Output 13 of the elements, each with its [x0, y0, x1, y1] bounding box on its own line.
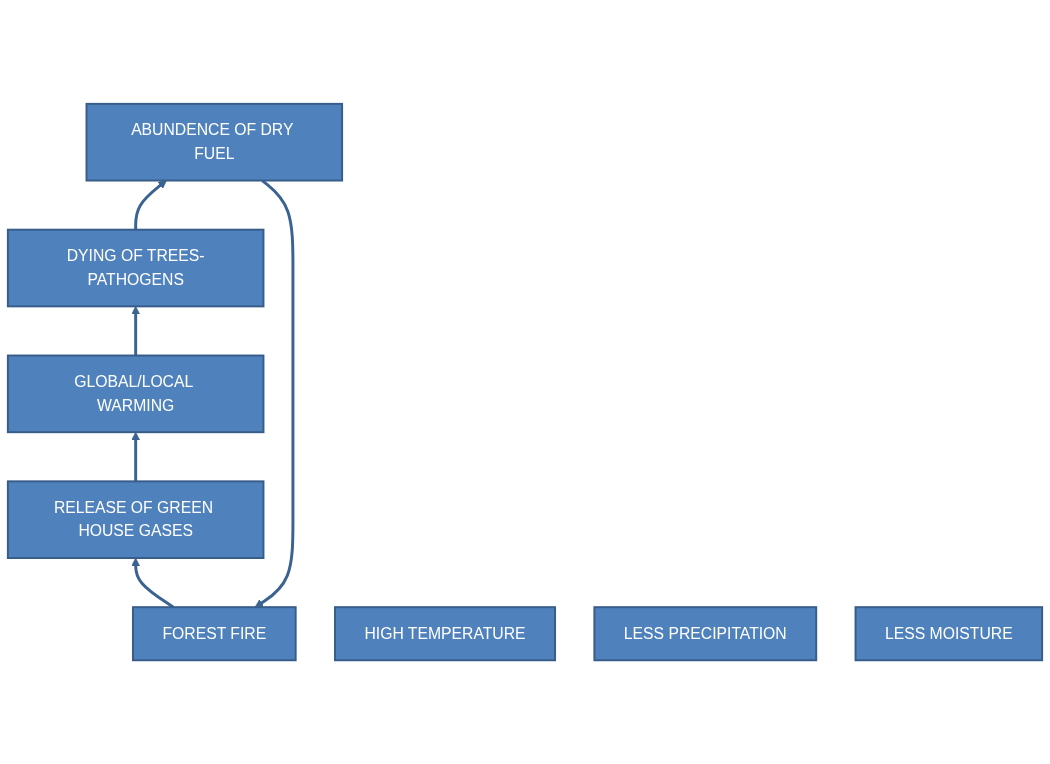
node-box: ABUNDENCE OF DRY FUEL	[85, 102, 344, 182]
node-box: GLOBAL/LOCAL WARMING	[6, 354, 265, 434]
node-box: FOREST FIRE	[131, 606, 297, 662]
node-box: LESS MOISTURE	[854, 606, 1044, 662]
arrow	[131, 305, 140, 356]
arrow	[131, 431, 140, 482]
node-box: LESS PRECIPITATION	[593, 606, 818, 662]
node-box: HIGH TEMPERATURE	[334, 606, 557, 662]
arrow	[254, 179, 295, 608]
arrow	[131, 557, 175, 609]
node-box: DYING OF TREES-PATHOGENS	[6, 228, 265, 308]
node-box: RELEASE OF GREEN HOUSE GASES	[6, 480, 265, 559]
arrow	[134, 180, 167, 230]
